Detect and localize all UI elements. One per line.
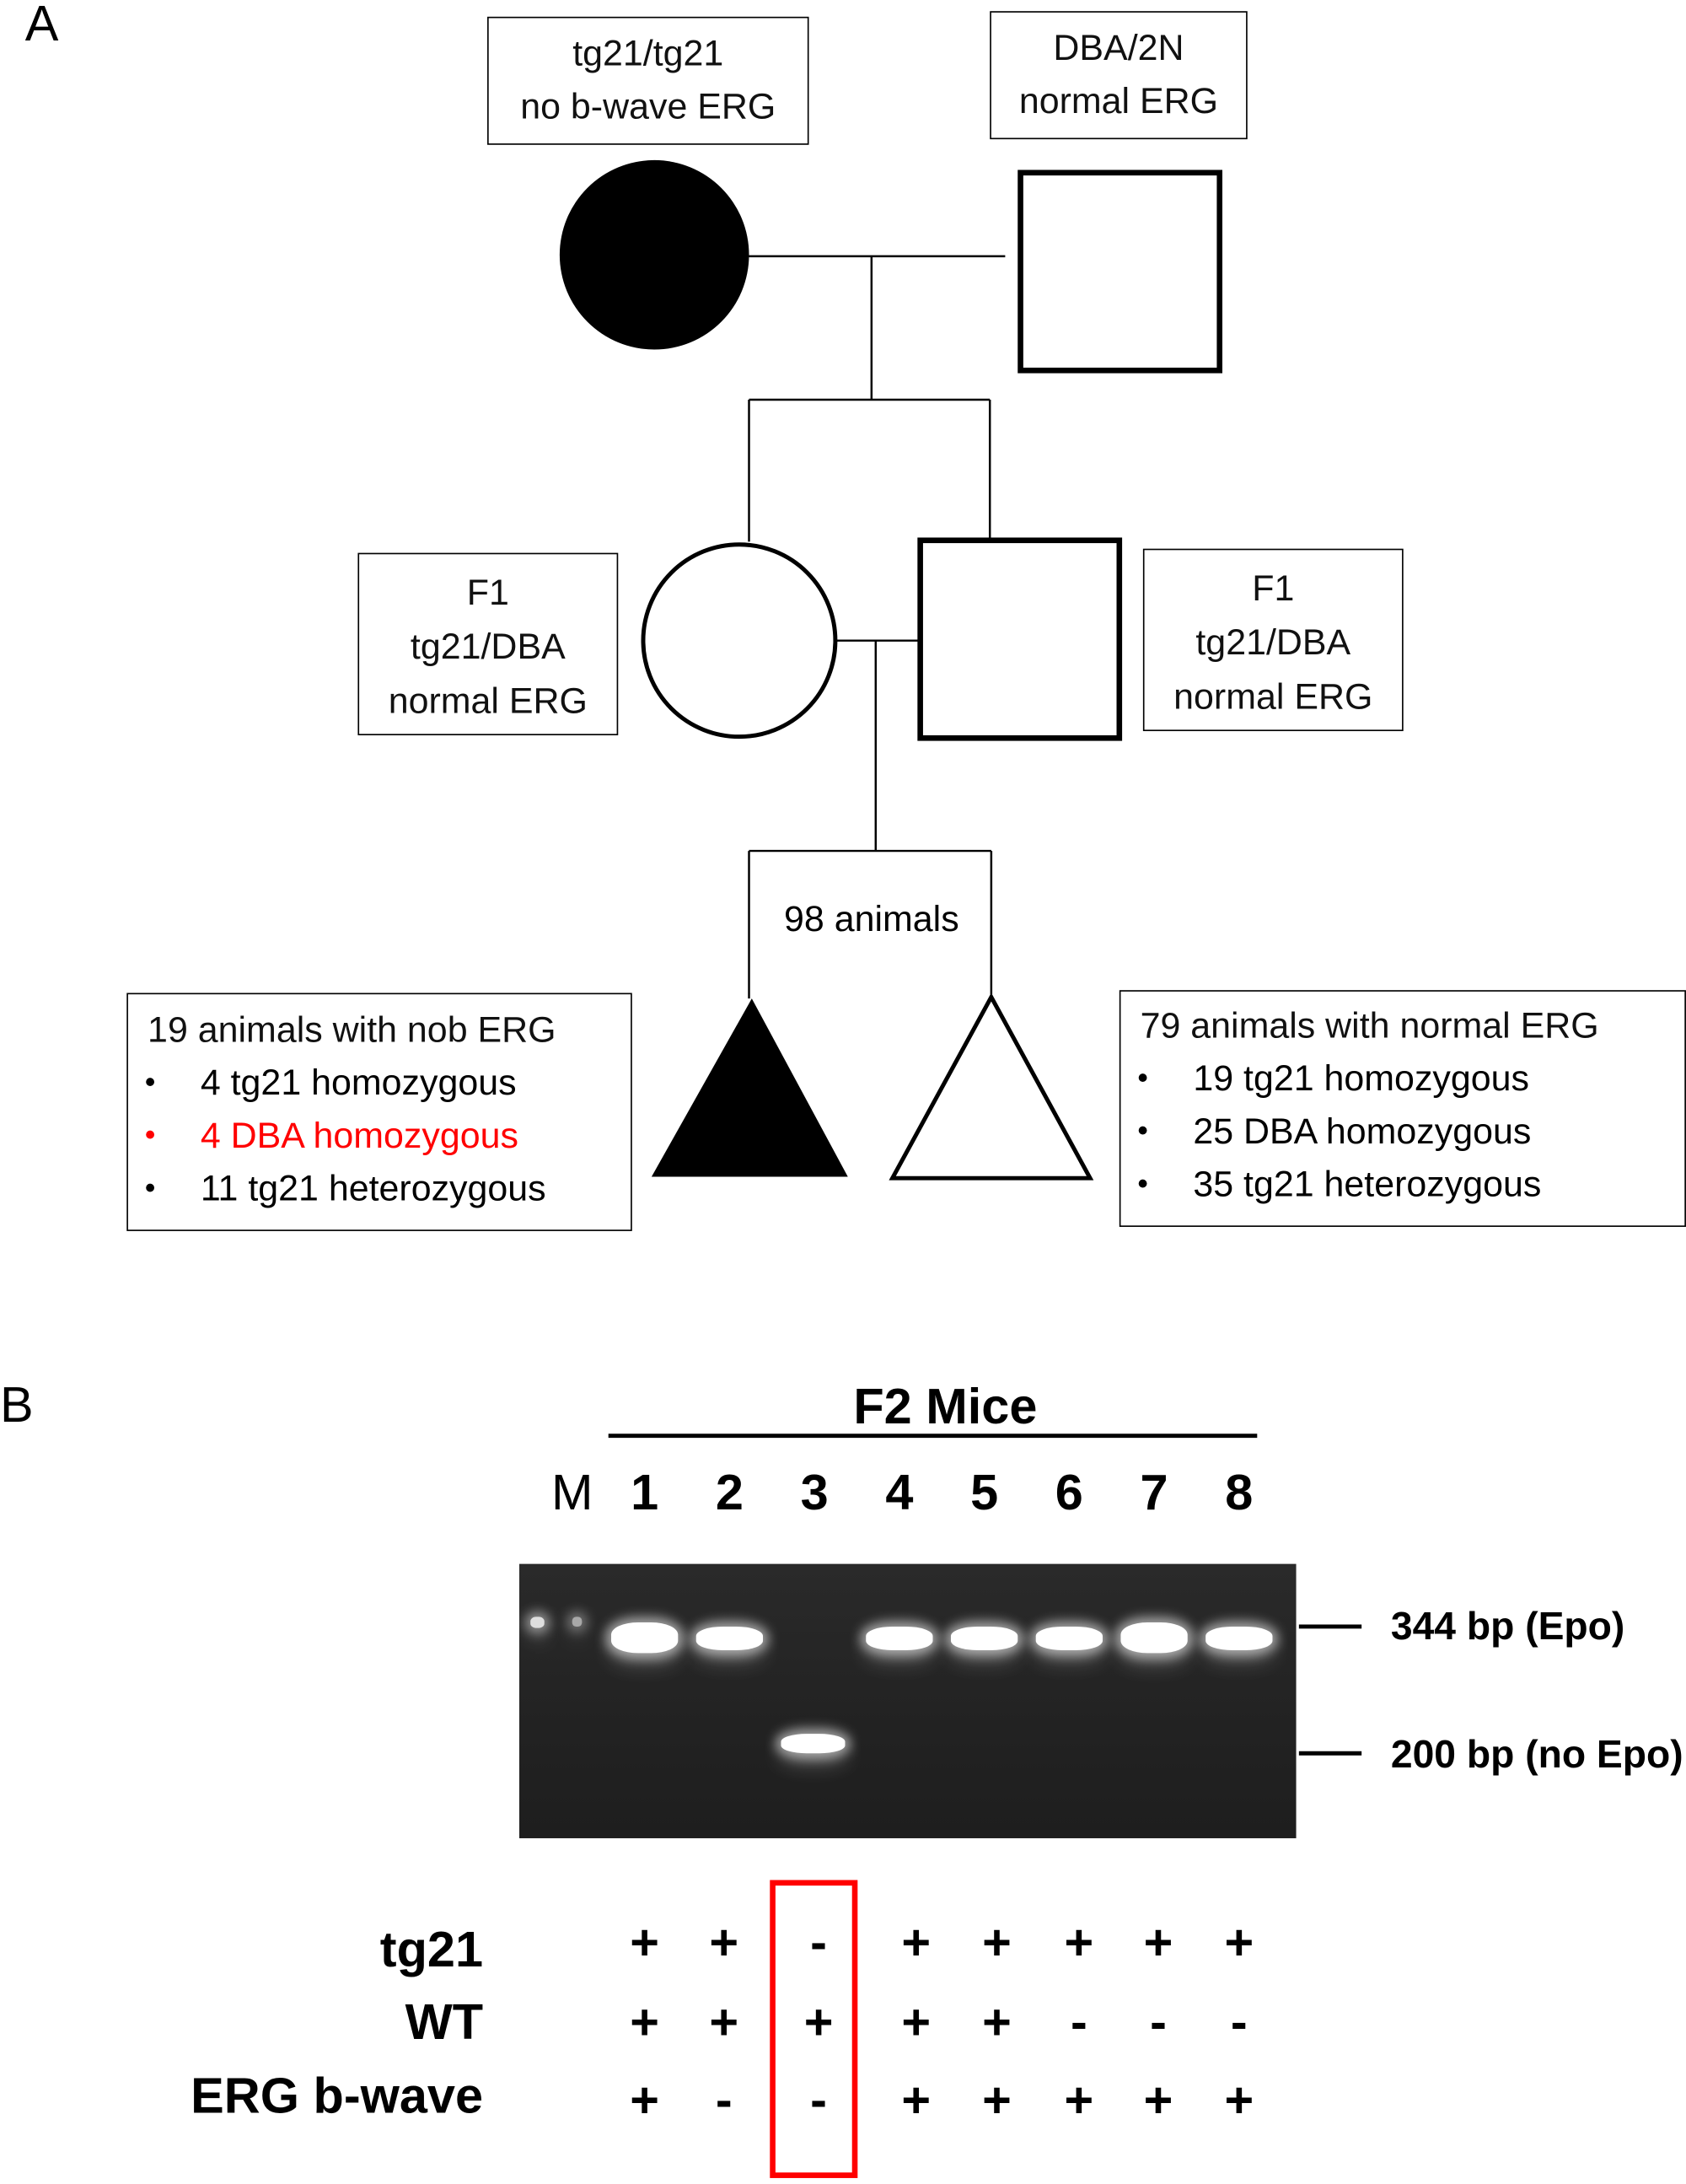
- marker-label-200bp: 200 bp (no Epo): [1390, 1732, 1683, 1776]
- genotype-text: DBA/2N: [1053, 26, 1184, 68]
- minus-mark: -: [810, 2070, 827, 2128]
- lane-label: 6: [1055, 1463, 1083, 1521]
- group-item: 19 tg21 homozygous: [1193, 1057, 1529, 1100]
- group-item-row: • 11 tg21 heterozygous: [145, 1167, 546, 1209]
- plus-mark: +: [1064, 2070, 1094, 2128]
- plus-mark: +: [630, 1993, 660, 2051]
- row-label: tg21: [379, 1920, 484, 1978]
- group-item: 4 tg21 homozygous: [200, 1061, 517, 1103]
- row-label: ERG b-wave: [191, 2066, 484, 2124]
- plus-mark: +: [1224, 1913, 1254, 1971]
- minus-mark: -: [1150, 1993, 1167, 2051]
- bullet-icon: •: [1137, 1059, 1148, 1095]
- plus-mark: +: [1064, 1913, 1094, 1971]
- band-344bp: [1120, 1622, 1188, 1654]
- plus-mark: +: [709, 1993, 739, 2051]
- band-344bp: [1205, 1626, 1273, 1651]
- group-title: 19 animals with nob ERG: [148, 1008, 556, 1051]
- genotype-text: tg21/DBA: [410, 625, 566, 668]
- plus-mark: +: [630, 2070, 660, 2128]
- lane-label: 4: [885, 1463, 914, 1521]
- group-item: 11 tg21 heterozygous: [200, 1166, 546, 1209]
- band-344bp: [950, 1626, 1018, 1651]
- bullet-icon: •: [1137, 1165, 1148, 1201]
- bullet-icon: •: [144, 1170, 156, 1205]
- affected-female-symbol: [559, 159, 749, 350]
- agarose-gel-image: [519, 1563, 1297, 1838]
- f1-female-symbol: [641, 542, 838, 740]
- plus-mark: +: [1143, 2070, 1173, 2128]
- lane-label: 1: [631, 1463, 659, 1521]
- marker-band: [572, 1616, 583, 1627]
- lane-label: 2: [715, 1463, 744, 1521]
- plus-mark: +: [1224, 2070, 1254, 2128]
- plus-mark: +: [630, 1913, 660, 1971]
- minus-mark: -: [1071, 1993, 1087, 2051]
- f1-female-label-box: F1 tg21/DBA normal ERG: [357, 552, 619, 735]
- bullet-icon: •: [144, 1063, 156, 1100]
- bullet-icon: •: [144, 1116, 156, 1152]
- lane-label-marker: M: [550, 1463, 593, 1521]
- group-title: 79 animals with normal ERG: [1140, 1003, 1599, 1046]
- generation-text: F1: [1252, 567, 1295, 609]
- parent-female-label-box: tg21/tg21 no b-wave ERG: [487, 16, 809, 145]
- plus-mark: +: [901, 2070, 932, 2128]
- group-item-row: • 4 DBA homozygous: [145, 1114, 518, 1156]
- band-344bp: [866, 1626, 933, 1651]
- gel-title: F2 Mice: [853, 1377, 1038, 1435]
- nob-group-box: 19 animals with nob ERG • 4 tg21 homozygo…: [126, 992, 632, 1231]
- group-item-row: • 35 tg21 heterozygous: [1137, 1163, 1541, 1205]
- lane-label: 8: [1225, 1463, 1254, 1521]
- minus-mark: -: [1230, 1993, 1248, 2051]
- phenotype-text: no b-wave ERG: [520, 84, 776, 127]
- highlight-box-lane-3: [770, 1880, 858, 2178]
- f1-male-label-box: F1 tg21/DBA normal ERG: [1142, 548, 1404, 732]
- plus-mark: +: [901, 1993, 932, 2051]
- phenotype-text: normal ERG: [388, 679, 588, 722]
- parent-male-label-box: DBA/2N normal ERG: [990, 11, 1248, 140]
- panel-a-label: A: [24, 0, 59, 52]
- group-item: 4 DBA homozygous: [200, 1114, 518, 1156]
- band-344bp: [1035, 1626, 1103, 1651]
- plus-mark: +: [982, 1993, 1012, 2051]
- genotype-text: tg21/DBA: [1195, 621, 1351, 664]
- offspring-total: 98 animals: [784, 897, 959, 939]
- band-344bp: [695, 1626, 764, 1651]
- minus-mark: -: [810, 1913, 827, 1971]
- group-item: 25 DBA homozygous: [1193, 1110, 1532, 1152]
- row-label: WT: [405, 1993, 484, 2051]
- affected-offspring-triangle: [651, 998, 848, 1177]
- group-item-row: • 25 DBA homozygous: [1137, 1110, 1531, 1152]
- plus-mark: +: [803, 1993, 834, 2051]
- lane-label: 5: [970, 1463, 999, 1521]
- band-344bp: [611, 1622, 679, 1654]
- normal-offspring-triangle: [889, 992, 1094, 1181]
- marker-band: [530, 1616, 545, 1628]
- group-item: 35 tg21 heterozygous: [1193, 1163, 1542, 1205]
- plus-mark: +: [901, 1913, 932, 1971]
- bullet-icon: •: [1137, 1112, 1148, 1148]
- generation-text: F1: [466, 571, 509, 613]
- plus-mark: +: [709, 1913, 739, 1971]
- plus-mark: +: [1143, 1913, 1173, 1971]
- genotype-text: tg21/tg21: [572, 31, 724, 74]
- normal-group-box: 79 animals with normal ERG • 19 tg21 homo…: [1119, 990, 1686, 1227]
- lane-label: 3: [800, 1463, 829, 1521]
- group-item-row: • 19 tg21 homozygous: [1137, 1057, 1529, 1099]
- normal-male-symbol: [1018, 169, 1223, 374]
- plus-mark: +: [982, 2070, 1012, 2128]
- plus-mark: +: [982, 1913, 1012, 1971]
- band-200bp: [781, 1734, 846, 1754]
- marker-label-344bp: 344 bp (Epo): [1390, 1604, 1625, 1648]
- panel-b-label: B: [0, 1375, 34, 1434]
- f1-male-symbol: [917, 537, 1123, 741]
- phenotype-text: normal ERG: [1173, 675, 1373, 718]
- lane-label: 7: [1140, 1463, 1168, 1521]
- minus-mark: -: [715, 2070, 733, 2128]
- group-item-row: • 4 tg21 homozygous: [145, 1061, 517, 1103]
- phenotype-text: normal ERG: [1018, 79, 1219, 121]
